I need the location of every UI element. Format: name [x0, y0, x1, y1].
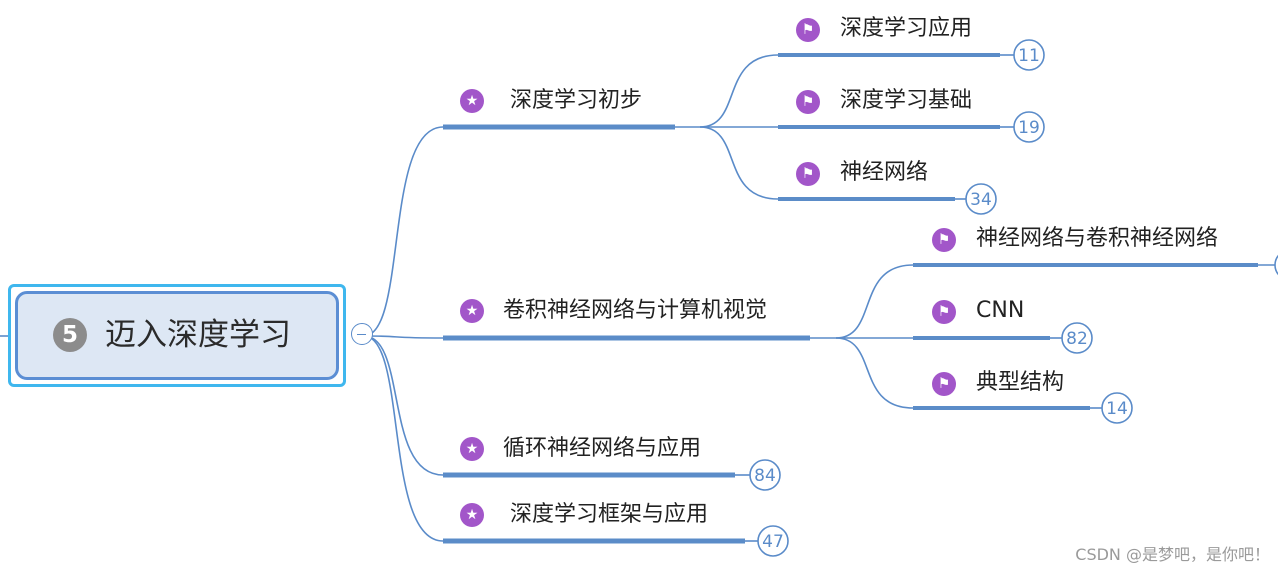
- sub-branch-connector: [699, 54, 779, 128]
- flag-icon: ⚑: [932, 300, 956, 324]
- child-count-badge-text: 14: [1106, 399, 1128, 419]
- star-icon: ★: [460, 299, 484, 323]
- child-count-badge: [757, 525, 789, 557]
- child-count-badge: [965, 183, 997, 215]
- flag-icon: ⚑: [796, 18, 820, 42]
- sub-branch-connector: [835, 264, 914, 339]
- star-icon: ★: [460, 503, 484, 527]
- branch-label[interactable]: 卷积神经网络与计算机视觉: [503, 298, 768, 323]
- child-count-badge-text: 47: [762, 532, 784, 552]
- branch-label[interactable]: 深度学习框架与应用: [510, 502, 709, 527]
- sub-branch-label[interactable]: 神经网络与卷积神经网络: [976, 226, 1219, 251]
- child-count-badge: [1101, 392, 1133, 424]
- priority-badge: 5: [53, 318, 87, 352]
- root-node[interactable]: [15, 291, 339, 380]
- branch-connector: [363, 335, 444, 339]
- child-count-badge-text: 82: [1066, 329, 1088, 349]
- child-count-badge: [1061, 322, 1093, 354]
- child-count-badge-text: 11: [1018, 46, 1040, 66]
- watermark: CSDN @是梦吧，是你吧！: [1075, 545, 1270, 564]
- star-icon: ★: [460, 89, 484, 113]
- branch-connector: [363, 335, 444, 542]
- sub-branch-connector: [699, 126, 779, 200]
- flag-icon: ⚑: [932, 372, 956, 396]
- sub-branch-label[interactable]: 深度学习基础: [840, 88, 973, 113]
- branch-label[interactable]: 循环神经网络与应用: [503, 436, 702, 461]
- collapse-button[interactable]: [351, 323, 373, 345]
- flag-icon: ⚑: [796, 90, 820, 114]
- sub-branch-label[interactable]: 深度学习应用: [840, 16, 973, 41]
- flag-icon: ⚑: [796, 162, 820, 186]
- sub-branch-connector: [835, 337, 914, 409]
- child-count-badge-text: 19: [1018, 118, 1040, 138]
- star-icon: ★: [460, 437, 484, 461]
- child-count-badge-text: 34: [970, 190, 992, 210]
- branch-connector: [363, 335, 444, 476]
- root-title[interactable]: 迈入深度学习: [105, 317, 291, 353]
- branch-connector: [363, 126, 444, 337]
- child-count-badge-text: 84: [754, 466, 776, 486]
- child-count-badge: [1013, 111, 1045, 143]
- branch-label[interactable]: 深度学习初步: [510, 88, 643, 113]
- sub-branch-label[interactable]: 典型结构: [976, 370, 1065, 395]
- child-count-badge: [1274, 254, 1278, 276]
- sub-branch-label[interactable]: CNN: [976, 298, 1025, 323]
- sub-branch-label[interactable]: 神经网络: [840, 160, 929, 185]
- child-count-badge: [749, 459, 781, 491]
- flag-icon: ⚑: [932, 228, 956, 252]
- child-count-badge: [1013, 39, 1045, 71]
